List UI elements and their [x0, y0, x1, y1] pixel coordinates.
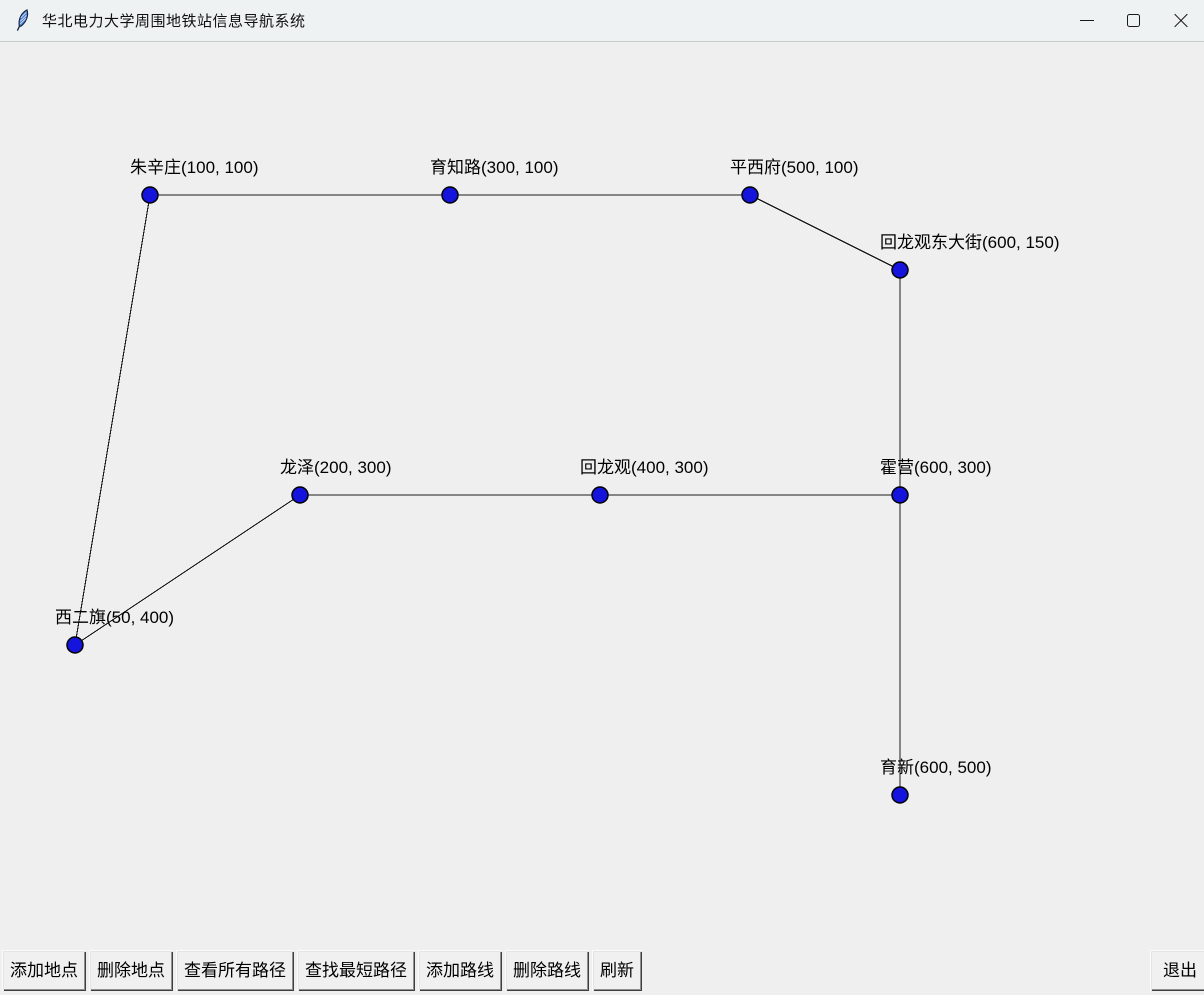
close-icon	[1173, 13, 1189, 29]
toolbar-button-view-all-paths[interactable]: 查看所有路径	[176, 950, 294, 991]
station-label: 霍营(600, 300)	[880, 458, 992, 477]
station-node[interactable]	[66, 636, 84, 654]
station-node[interactable]	[891, 261, 909, 279]
station-graph[interactable]: 朱辛庄(100, 100) 育知路(300, 100) 平西府(500, 100) 回…	[0, 43, 1204, 995]
edge-line	[74, 194, 151, 646]
station-label: 平西府(500, 100)	[730, 158, 859, 177]
toolbar-button-find-shortest-path[interactable]: 查找最短路径	[297, 950, 415, 991]
station-node[interactable]	[141, 186, 159, 204]
toolbar: 添加地点删除地点查看所有路径查找最短路径添加路线删除路线刷新	[2, 950, 642, 991]
station-node[interactable]	[891, 486, 909, 504]
edge-line	[749, 194, 901, 271]
station-label: 育新(600, 500)	[880, 758, 992, 777]
station-label: 回龙观(400, 300)	[580, 458, 709, 477]
tk-feather-icon	[16, 9, 29, 31]
minimize-button[interactable]	[1063, 0, 1110, 41]
maximize-button[interactable]	[1110, 0, 1157, 41]
toolbar-button-refresh[interactable]: 刷新	[592, 950, 642, 991]
toolbar-button-exit[interactable]: 退出	[1150, 950, 1204, 991]
caption-buttons	[1063, 0, 1204, 41]
station-node[interactable]	[441, 186, 459, 204]
toolbar-button-delete-station[interactable]: 删除地点	[89, 950, 173, 991]
station-node[interactable]	[591, 486, 609, 504]
station-label: 育知路(300, 100)	[430, 158, 559, 177]
map-canvas[interactable]: 朱辛庄(100, 100) 育知路(300, 100) 平西府(500, 100) 回…	[0, 43, 1204, 995]
station-node[interactable]	[741, 186, 759, 204]
station-node[interactable]	[291, 486, 309, 504]
toolbar-button-add-station[interactable]: 添加地点	[2, 950, 86, 991]
edge-line	[74, 494, 301, 646]
station-label: 西二旗(50, 400)	[55, 608, 174, 627]
window-title: 华北电力大学周围地铁站信息导航系统	[42, 13, 306, 30]
close-button[interactable]	[1157, 0, 1204, 41]
toolbar-button-delete-route[interactable]: 删除路线	[505, 950, 589, 991]
station-label: 回龙观东大街(600, 150)	[880, 233, 1060, 252]
minimize-icon	[1079, 20, 1094, 21]
toolbar-button-add-route[interactable]: 添加路线	[418, 950, 502, 991]
station-label: 朱辛庄(100, 100)	[130, 158, 259, 177]
station-label: 龙泽(200, 300)	[280, 458, 392, 477]
titlebar: 华北电力大学周围地铁站信息导航系统	[0, 0, 1204, 42]
maximize-icon	[1127, 14, 1140, 27]
station-node[interactable]	[891, 786, 909, 804]
